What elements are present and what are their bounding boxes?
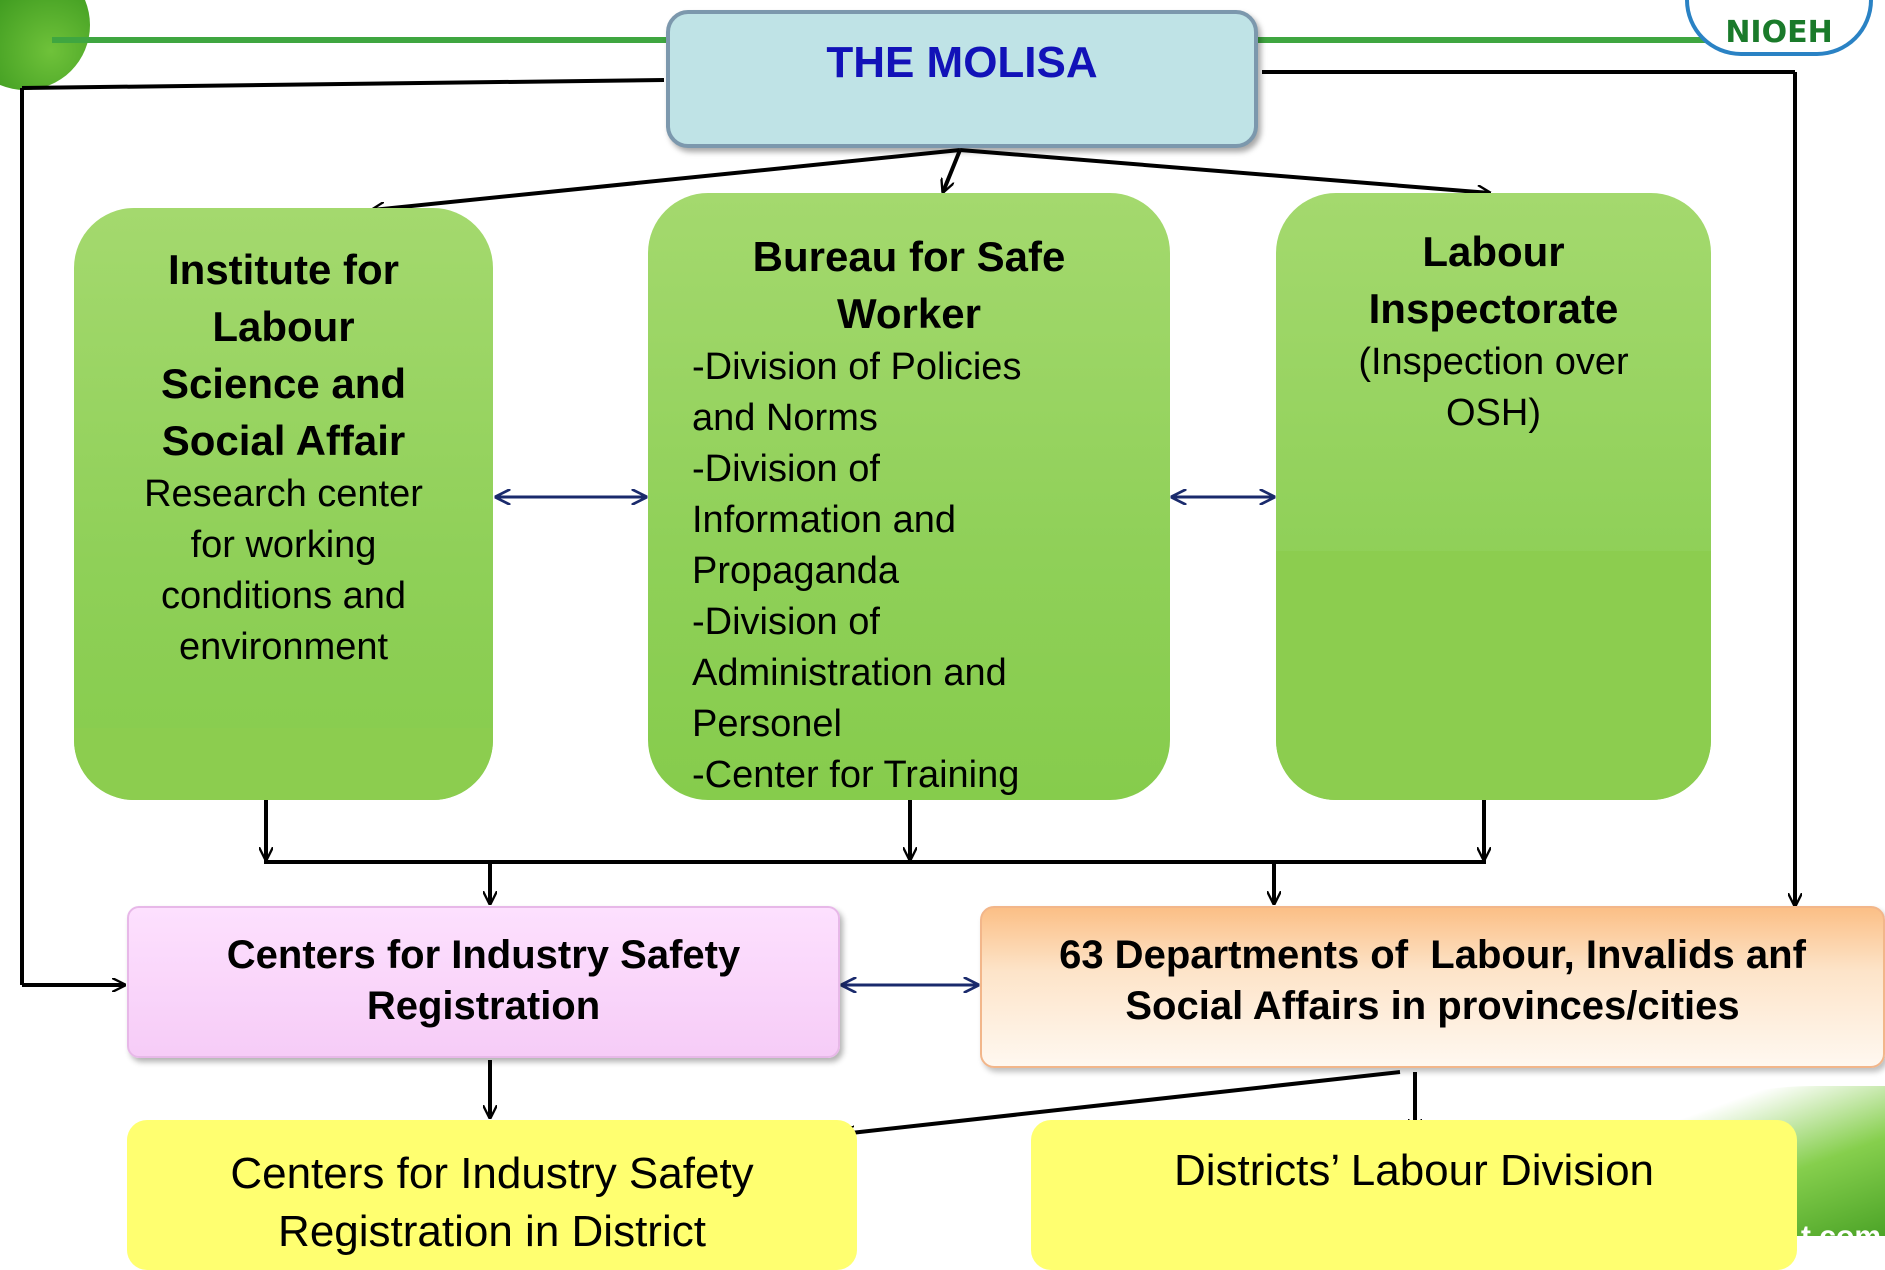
arrow-molisa-to-institute [372, 148, 961, 210]
centers-registration-label: Centers for Industry Safety Registration [129, 930, 838, 1032]
institute-heading-line: Science and [160, 360, 407, 407]
institute-heading: Institute for Labour Science and Social … [74, 241, 493, 469]
bureau-body-line: Personel [692, 703, 842, 745]
bureau-body-line: -Division of Policies [692, 346, 1022, 388]
district-labour-label: Districts’ Labour Division [1031, 1142, 1797, 1200]
line-molisa-left [21, 78, 665, 90]
bureau-body-line: Information and [692, 499, 957, 541]
institute-body-line: for working [190, 524, 377, 566]
arrow-molisa-to-bureau [943, 149, 962, 192]
institute-box: Institute for Labour Science and Social … [74, 208, 493, 800]
institute-heading-line: Institute for [168, 246, 399, 293]
inspectorate-body-line: OSH) [1446, 392, 1541, 434]
departments-label: 63 Departments of Labour, Invalids anf S… [982, 930, 1883, 1032]
inspectorate-heading: Labour Inspectorate [1276, 223, 1711, 337]
bureau-heading-line: Worker [837, 290, 981, 337]
institute-body-line: environment [178, 626, 389, 668]
arrow-molisa-to-inspectorate [959, 148, 1490, 193]
inspectorate-heading-line: Labour [1422, 228, 1565, 275]
bureau-body-line: -Division of [692, 448, 880, 490]
institute-body-line: conditions and [160, 575, 407, 617]
bureau-divisions: -Division of Policies and Norms -Divisio… [648, 342, 1170, 801]
departments-box: 63 Departments of Labour, Invalids anf S… [980, 906, 1885, 1068]
institute-heading-line: Social Affair [161, 417, 406, 464]
inspectorate-box: Labour Inspectorate (Inspection over OSH… [1276, 193, 1711, 800]
bureau-heading-line: Bureau for Safe [752, 233, 1066, 280]
inspectorate-description: (Inspection over OSH) [1276, 337, 1711, 439]
institute-band [74, 728, 493, 800]
departments-line: Social Affairs in provinces/cities [1125, 984, 1740, 1028]
inspectorate-heading-line: Inspectorate [1368, 285, 1619, 332]
district-centers-label: Centers for Industry Safety Registration… [127, 1145, 857, 1261]
bureau-body-line: -Center for Training [692, 754, 1020, 796]
bureau-heading: Bureau for Safe Worker [648, 228, 1170, 342]
molisa-box: THE MOLISA [666, 10, 1258, 148]
district-centers-line: Centers for Industry Safety [230, 1149, 754, 1198]
centers-line: Centers for Industry Safety [226, 933, 741, 977]
departments-line: 63 Departments of Labour, Invalids anf [1059, 933, 1806, 977]
district-labour-box: Districts’ Labour Division [1031, 1120, 1797, 1270]
district-centers-box: Centers for Industry Safety Registration… [127, 1120, 857, 1270]
centers-registration-box: Centers for Industry Safety Registration [127, 906, 840, 1058]
molisa-title: THE MOLISA [826, 38, 1098, 87]
inspectorate-body-line: (Inspection over [1358, 341, 1629, 383]
bureau-body-line: Propaganda [692, 550, 900, 592]
centers-line: Registration [366, 984, 601, 1028]
arrow-departments-to-district-centers [842, 1070, 1401, 1134]
logo-text: NIOEH [1725, 15, 1833, 50]
district-labour-line: Districts’ Labour Division [1173, 1146, 1655, 1195]
institute-description: Research center for working conditions a… [74, 469, 493, 673]
district-centers-line: Registration in District [278, 1207, 706, 1256]
bureau-body-line: -Division of [692, 601, 880, 643]
bureau-body-line: and Norms [692, 397, 878, 439]
watermark-text: t.com [1800, 1220, 1881, 1253]
inspectorate-band [1276, 551, 1711, 800]
bureau-box: Bureau for Safe Worker -Division of Poli… [648, 193, 1170, 800]
institute-body-line: Research center [144, 473, 423, 515]
institute-heading-line: Labour [212, 303, 355, 350]
bureau-body-line: Administration and [692, 652, 1007, 694]
